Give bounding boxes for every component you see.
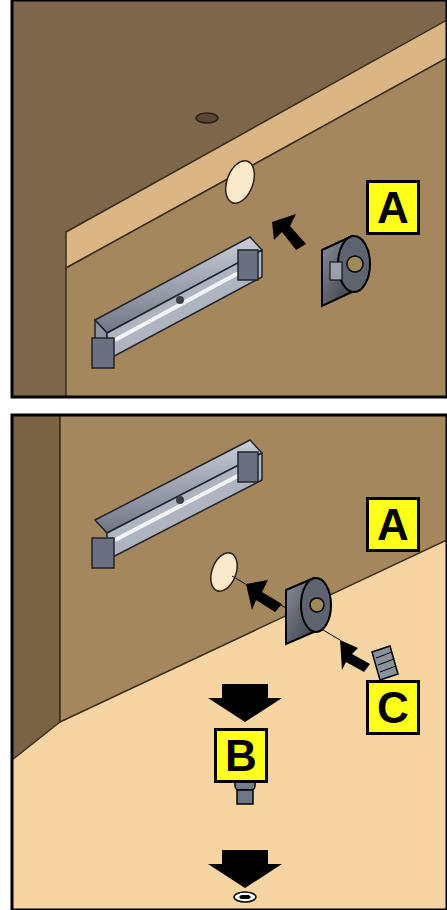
screw-insert <box>372 646 398 680</box>
insert-arrow <box>272 214 306 250</box>
background-floor <box>12 415 447 910</box>
cam-fitting <box>322 236 370 306</box>
insert-arrow <box>246 580 282 612</box>
top-drill-hole <box>196 113 218 123</box>
drawer-rail-bracket <box>92 237 262 368</box>
callout-letter: C <box>377 686 409 730</box>
callout-box: A <box>366 180 420 235</box>
callout-box: A <box>366 497 420 552</box>
down-arrow <box>208 684 282 722</box>
callout-box: C <box>366 680 420 735</box>
hex-socket <box>239 895 251 899</box>
cam-hole <box>206 549 242 595</box>
board-edge <box>12 415 60 760</box>
callout-box: B <box>214 728 268 783</box>
callout-letter: B <box>225 734 257 778</box>
panel-one <box>12 0 447 397</box>
callout-letter: A <box>377 186 409 230</box>
board-face <box>60 415 447 722</box>
down-arrow <box>208 850 282 888</box>
cam-fitting <box>286 578 331 644</box>
callout-letter: A <box>377 503 409 547</box>
drawer-rail-bracket <box>92 440 262 568</box>
background-wall <box>12 0 447 397</box>
insert-arrow <box>340 640 370 672</box>
panel-two <box>12 415 447 910</box>
board-face <box>66 58 447 397</box>
bolt-hole <box>234 892 256 902</box>
cam-hole <box>220 157 259 207</box>
